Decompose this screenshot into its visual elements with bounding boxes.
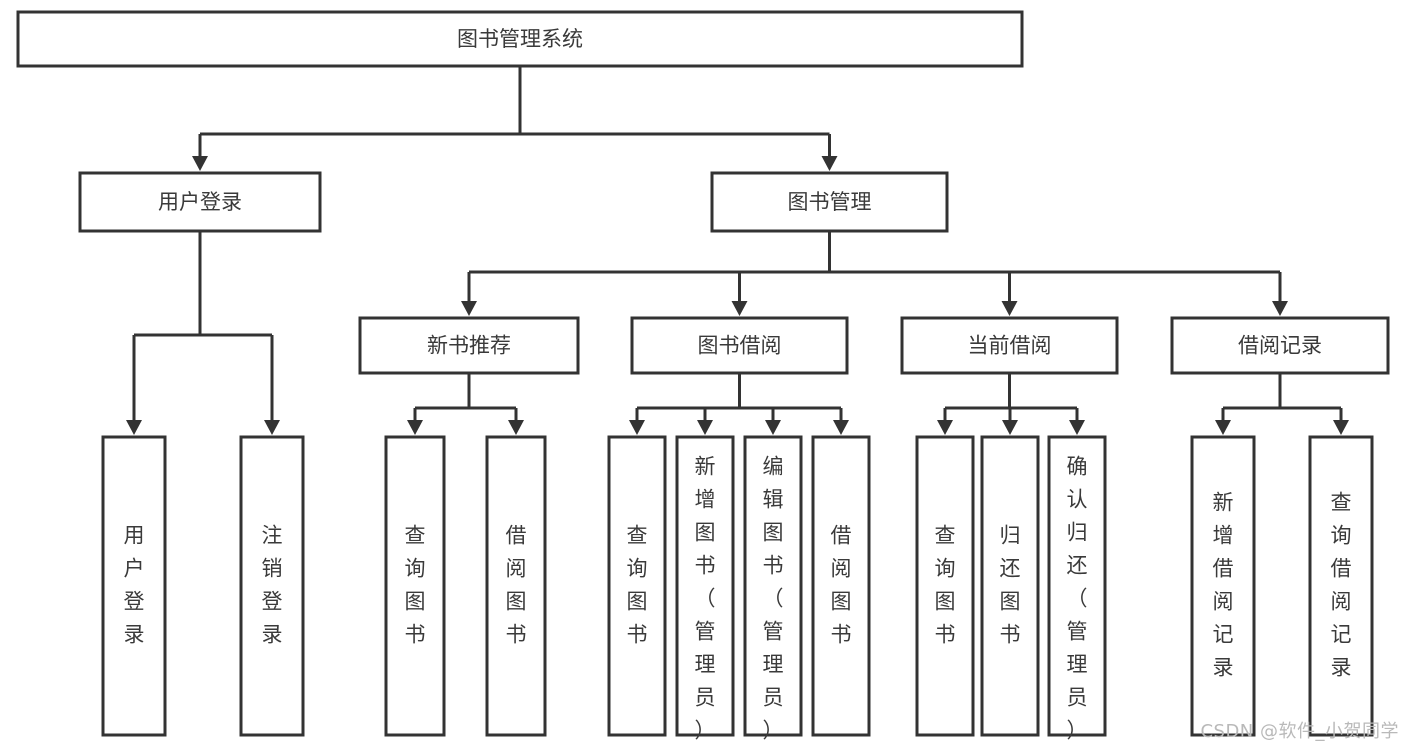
arrow-head bbox=[731, 301, 748, 316]
arrow-head bbox=[821, 156, 838, 171]
node-box[interactable] bbox=[675, 435, 735, 737]
node-label: 借阅记录 bbox=[1238, 334, 1322, 358]
node-leaf-4[interactable]: 查询图书 bbox=[607, 435, 667, 737]
arrow-head bbox=[461, 301, 477, 316]
node-label: 当前借阅 bbox=[968, 334, 1052, 358]
node-box[interactable] bbox=[607, 435, 667, 737]
arrow-head bbox=[697, 420, 713, 435]
node-leaf-9[interactable]: 归还图书 bbox=[980, 435, 1040, 737]
node-leaf-0[interactable]: 用户登录 bbox=[101, 435, 167, 737]
node-box[interactable] bbox=[1047, 435, 1107, 737]
node-level3-1[interactable]: 图书借阅 bbox=[630, 316, 849, 375]
node-label-vertical: 查询图书 bbox=[627, 524, 648, 647]
node-level2-1[interactable]: 图书管理 bbox=[710, 171, 949, 233]
node-label-vertical: 编辑图书（管理员） bbox=[763, 455, 784, 743]
connector-layer bbox=[126, 66, 1349, 435]
node-box[interactable] bbox=[485, 435, 547, 737]
node-root[interactable]: 图书管理系统 bbox=[16, 10, 1024, 68]
node-box[interactable] bbox=[710, 171, 949, 233]
arrow-head bbox=[1069, 420, 1085, 435]
arrow-head bbox=[937, 420, 953, 435]
node-box[interactable] bbox=[358, 316, 580, 375]
node-box[interactable] bbox=[1170, 316, 1390, 375]
node-leaf-8[interactable]: 查询图书 bbox=[915, 435, 975, 737]
node-label-vertical: 借阅图书 bbox=[831, 524, 852, 647]
arrow-head bbox=[126, 420, 142, 435]
node-box[interactable] bbox=[101, 435, 167, 737]
node-label-vertical: 确认归还（管理员） bbox=[1067, 455, 1088, 743]
arrow-head bbox=[1215, 420, 1231, 435]
node-label-vertical: 查询图书 bbox=[935, 524, 956, 647]
node-box[interactable] bbox=[900, 316, 1119, 375]
node-leaf-1[interactable]: 注销登录 bbox=[239, 435, 305, 737]
node-level3-0[interactable]: 新书推荐 bbox=[358, 316, 580, 375]
node-leaf-6[interactable]: 编辑图书（管理员） bbox=[743, 435, 803, 743]
node-label: 图书管理 bbox=[788, 190, 872, 214]
arrow-head bbox=[1333, 420, 1349, 435]
node-leaf-7[interactable]: 借阅图书 bbox=[811, 435, 871, 737]
node-leaf-2[interactable]: 查询图书 bbox=[384, 435, 446, 737]
arrow-head bbox=[1272, 301, 1288, 316]
arrow-head bbox=[192, 156, 208, 171]
arrow-head bbox=[1002, 420, 1018, 435]
node-box[interactable] bbox=[239, 435, 305, 737]
node-label-vertical: 归还图书 bbox=[1000, 524, 1021, 647]
node-label: 图书管理系统 bbox=[457, 27, 583, 51]
node-label: 用户登录 bbox=[158, 190, 242, 214]
arrow-head bbox=[508, 420, 524, 435]
node-label-vertical: 注销登录 bbox=[262, 524, 283, 647]
node-label: 新书推荐 bbox=[427, 334, 511, 358]
node-level3-3[interactable]: 借阅记录 bbox=[1170, 316, 1390, 375]
node-label-vertical: 新增借阅记录 bbox=[1213, 491, 1234, 680]
node-level3-2[interactable]: 当前借阅 bbox=[900, 316, 1119, 375]
node-box[interactable] bbox=[384, 435, 446, 737]
node-box[interactable] bbox=[743, 435, 803, 737]
arrow-head bbox=[407, 420, 423, 435]
node-label-vertical: 查询图书 bbox=[405, 524, 426, 647]
node-leaf-3[interactable]: 借阅图书 bbox=[485, 435, 547, 737]
node-label-vertical: 查询借阅记录 bbox=[1331, 491, 1352, 680]
arrow-head bbox=[765, 420, 781, 435]
node-label-vertical: 借阅图书 bbox=[506, 524, 527, 647]
arrow-head bbox=[264, 420, 280, 435]
node-box[interactable] bbox=[1190, 435, 1256, 737]
node-label-vertical: 用户登录 bbox=[124, 524, 145, 647]
node-box[interactable] bbox=[915, 435, 975, 737]
node-level2-0[interactable]: 用户登录 bbox=[78, 171, 322, 233]
node-box[interactable] bbox=[980, 435, 1040, 737]
node-box[interactable] bbox=[16, 10, 1024, 68]
arrow-head bbox=[629, 420, 645, 435]
node-box[interactable] bbox=[630, 316, 849, 375]
node-box[interactable] bbox=[811, 435, 871, 737]
arrow-head bbox=[1001, 301, 1018, 316]
node-layer: 图书管理系统用户登录图书管理新书推荐图书借阅当前借阅借阅记录用户登录注销登录查询… bbox=[16, 10, 1390, 743]
node-box[interactable] bbox=[78, 171, 322, 233]
node-box[interactable] bbox=[1308, 435, 1374, 737]
node-leaf-11[interactable]: 新增借阅记录 bbox=[1190, 435, 1256, 737]
node-leaf-12[interactable]: 查询借阅记录 bbox=[1308, 435, 1374, 737]
node-label-vertical: 新增图书（管理员） bbox=[695, 455, 716, 743]
node-label: 图书借阅 bbox=[698, 334, 782, 358]
arrow-head bbox=[833, 420, 849, 435]
node-leaf-5[interactable]: 新增图书（管理员） bbox=[675, 435, 735, 743]
node-leaf-10[interactable]: 确认归还（管理员） bbox=[1047, 435, 1107, 743]
